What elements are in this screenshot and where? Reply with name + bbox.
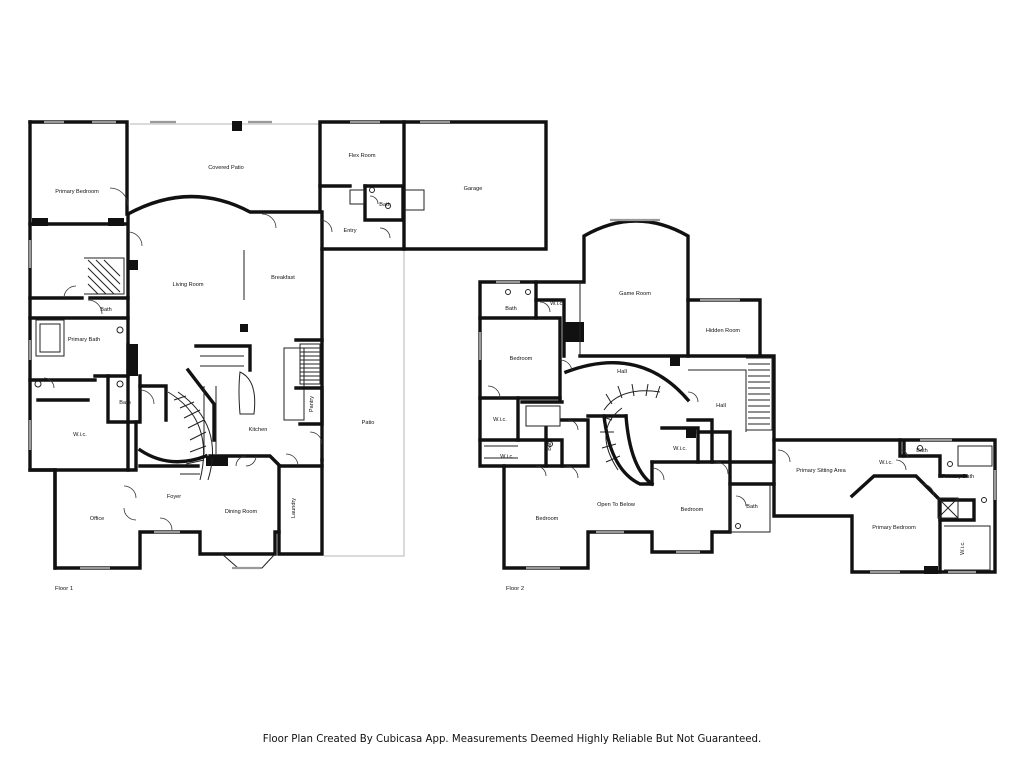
room-label-entry: Entry	[343, 228, 356, 234]
floor-2-label: Floor 2	[506, 586, 524, 592]
room-label-primary-bedroom: Primary Bedroom	[872, 525, 916, 531]
room-label-pantry: Pantry	[309, 396, 315, 412]
room-label-wic-top: W.i.c.	[550, 301, 564, 307]
room-label-game-room: Game Room	[619, 291, 651, 297]
room-label-bath-top: Bath	[505, 306, 517, 312]
room-label-bath-primary-top: Bath	[916, 448, 928, 454]
room-label-bedroom-left: Bedroom	[510, 356, 533, 362]
room-label-wic-primary: W.i.c.	[879, 460, 893, 466]
room-label-wic-left: W.i.c.	[493, 417, 507, 423]
room-label-wic-center: W.i.c.	[673, 446, 687, 452]
room-label-bath-flex: Bath	[379, 202, 391, 208]
room-label-primary-sitting-area: Primary Sitting Area	[796, 468, 846, 474]
room-label-garage: Garage	[464, 186, 483, 192]
room-label-wic-primary-vertical: W.i.c.	[960, 541, 966, 555]
room-label-laundry: Laundry	[291, 498, 297, 518]
room-label-living-room: Living Room	[172, 282, 203, 288]
room-label-bedroom-bottom-left: Bedroom	[536, 516, 559, 522]
room-label-bath-center: Bath	[746, 504, 758, 510]
room-label-bath-primary-small: Bath	[100, 307, 112, 313]
floor-1-label: Floor 1	[55, 586, 73, 592]
room-label-patio: Patio	[362, 420, 375, 426]
room-label-office: Office	[90, 516, 105, 522]
room-label-flex-room: Flex Room	[348, 153, 375, 159]
floor-2-plan: Bath W.i.c. Game Room Hidden Room Bedroo…	[478, 218, 997, 592]
room-label-bedroom-center: Bedroom	[681, 507, 704, 513]
room-label-wic-bottom-left: W.i.c.	[500, 454, 514, 460]
room-label-bath-mid: Bath	[547, 439, 553, 451]
floor-1-plan: Primary Bedroom Covered Patio Flex Room …	[28, 120, 548, 592]
room-label-kitchen: Kitchen	[249, 427, 268, 433]
room-label-foyer: Foyer	[167, 494, 181, 500]
room-label-bath-hall: Bath	[119, 400, 131, 406]
room-label-primary-bedroom: Primary Bedroom	[55, 189, 99, 195]
room-label-primary-bath: Primary Bath	[942, 474, 974, 480]
room-label-hall-right: Hall	[716, 403, 726, 409]
room-label-hidden-room: Hidden Room	[706, 328, 741, 334]
room-label-covered-patio: Covered Patio	[208, 165, 243, 171]
room-label-breakfast: Breakfast	[271, 275, 295, 281]
footer-disclaimer: Floor Plan Created By Cubicasa App. Meas…	[262, 734, 762, 745]
room-label-hall-center: Hall	[617, 369, 627, 375]
room-label-open-to-below: Open To Below	[597, 502, 636, 508]
room-label-dining-room: Dining Room	[225, 509, 258, 515]
room-label-primary-bath: Primary Bath	[68, 337, 100, 343]
room-label-wic: W.i.c.	[73, 432, 87, 438]
